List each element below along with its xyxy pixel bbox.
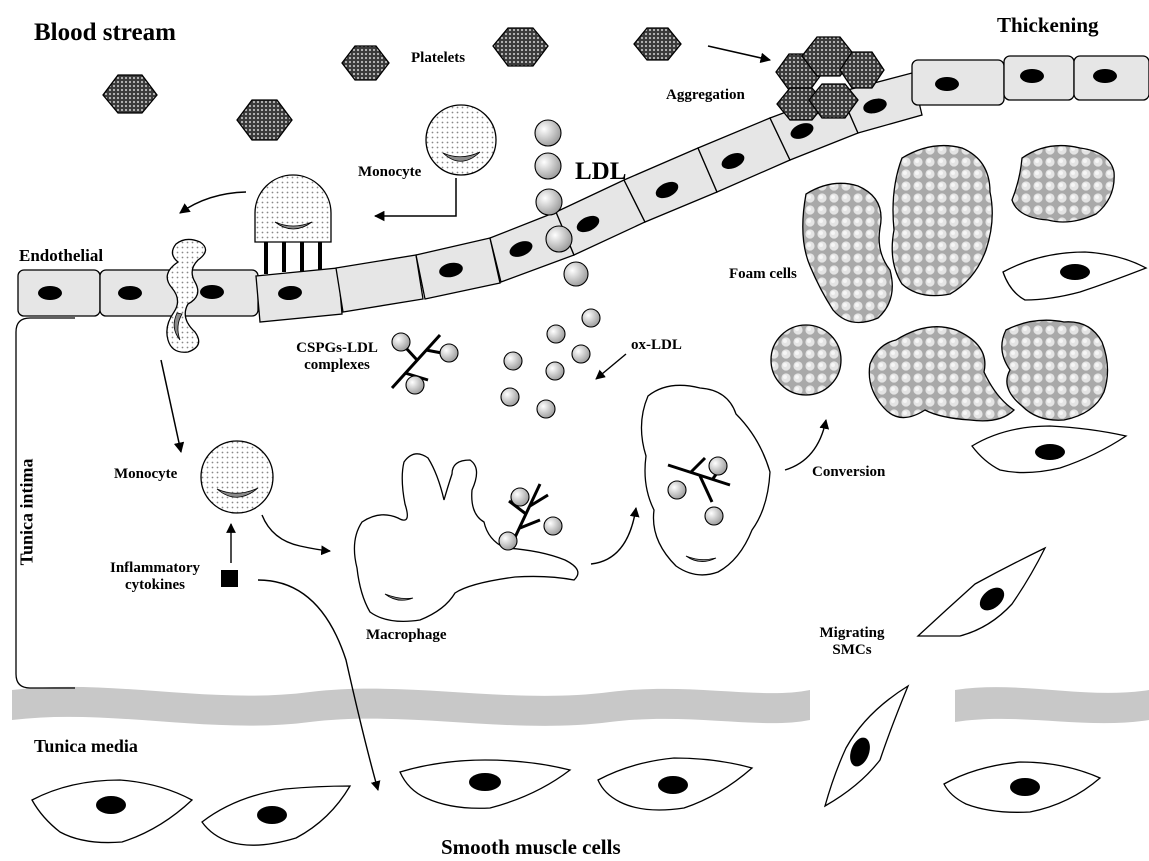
smooth-muscle-cells-label: Smooth muscle cells (441, 836, 621, 859)
migrating-line2: SMCs (807, 642, 897, 659)
inflammatory-cytokines-label: Inflammatory cytokines (96, 560, 214, 593)
ox-ldl-particles (501, 309, 600, 418)
aggregation-arrow (708, 46, 770, 60)
adhering-monocyte (255, 175, 331, 274)
endothelial-label: Endothelial (19, 247, 103, 266)
ox-ldl-label: ox-LDL (631, 337, 682, 354)
foam-cells-label: Foam cells (729, 266, 797, 283)
migrating-smcs-label: Migrating SMCs (807, 625, 897, 658)
tunica-media-band-left (12, 687, 810, 726)
media-smcs (32, 758, 1100, 845)
migrating-smc-upper (918, 548, 1045, 636)
descend-arrow (161, 360, 181, 452)
macrophage (354, 454, 577, 622)
inflammatory-line2: cytokines (96, 577, 214, 594)
tunica-intima-label: Tunica intima (18, 458, 38, 565)
ox-ldl-arrow (596, 354, 626, 379)
inflammatory-line1: Inflammatory (96, 560, 214, 577)
lipid-laden-macrophage (641, 385, 770, 575)
monocyte-top-label: Monocyte (358, 164, 421, 181)
migration-curve-arrow (180, 192, 246, 213)
monocyte-intima (201, 441, 273, 513)
cytokine-to-media-arrow (258, 580, 378, 790)
macrophage-label: Macrophage (366, 627, 447, 644)
thickening-label: Thickening (997, 14, 1099, 37)
cspgs-ldl-complex (392, 333, 458, 394)
monocyte-mid-label: Monocyte (114, 466, 177, 483)
cspgs-ldl-label: CSPGs-LDL complexes (282, 340, 392, 373)
aggregation-label: Aggregation (666, 87, 745, 104)
tunica-media-label: Tunica media (34, 737, 138, 757)
conversion-arrow (785, 420, 826, 470)
ldl-label: LDL (575, 158, 626, 186)
macrophage-to-foam-arrow (591, 508, 636, 564)
monocyte-to-macrophage-arrow (262, 515, 330, 551)
blood-stream-label: Blood stream (34, 19, 176, 47)
tunica-media-band-right (955, 687, 1149, 723)
monocyte-blood (426, 105, 496, 175)
cspgs-ldl-line1: CSPGs-LDL (282, 340, 392, 357)
cspgs-ldl-line2: complexes (282, 357, 392, 374)
monocyte-path-arrow (375, 178, 456, 216)
migrating-line1: Migrating (807, 625, 897, 642)
cytokine-marker (221, 570, 238, 587)
conversion-label: Conversion (812, 464, 885, 481)
platelets-label: Platelets (411, 50, 465, 67)
